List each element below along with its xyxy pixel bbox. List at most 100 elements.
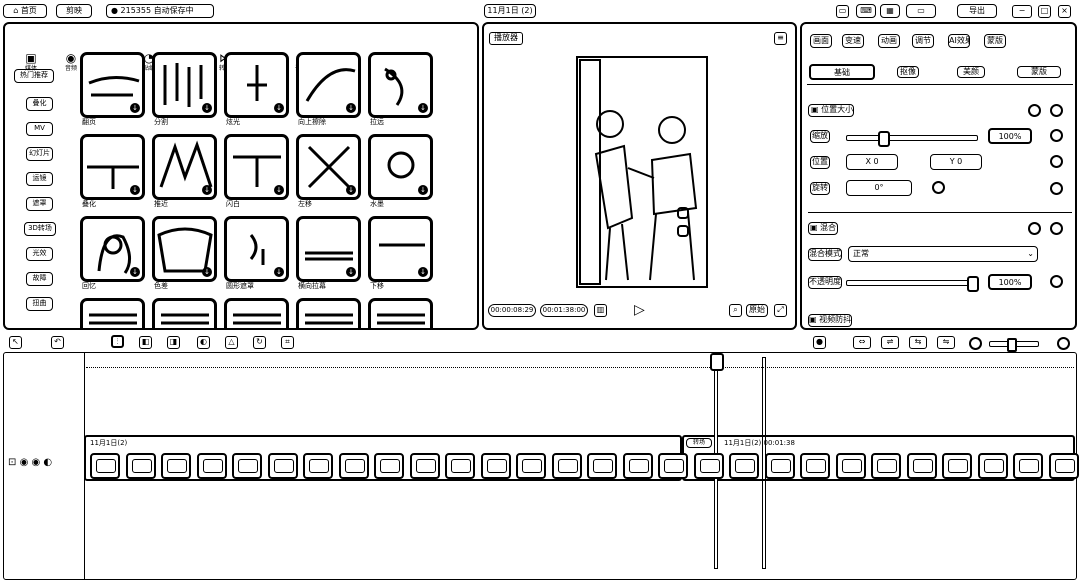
play-icon[interactable]: ▷ — [634, 302, 645, 318]
subtab-mask[interactable]: 蒙版 — [1017, 66, 1061, 78]
delete-right-icon[interactable]: ◨ — [167, 336, 180, 349]
sidebar-item-light[interactable]: 光效 — [26, 247, 53, 261]
mirror-icon[interactable]: △ — [225, 336, 238, 349]
timeline-preview-icon[interactable]: ▥ — [594, 304, 607, 317]
rotate-tool-icon[interactable]: ↻ — [253, 336, 266, 349]
rotate-icon[interactable] — [932, 181, 945, 194]
category-media[interactable]: ▣媒体 — [24, 51, 37, 72]
mute-icon[interactable]: ◉ — [31, 457, 41, 468]
blend-keyframe-icon[interactable] — [1050, 222, 1063, 235]
project-name-field[interactable]: ● 215355 自动保存中 — [106, 4, 214, 18]
download-icon[interactable]: ↓ — [418, 267, 428, 277]
transition-thumbnail[interactable]: ↓ — [296, 216, 361, 282]
undo-icon[interactable]: ↶ — [51, 336, 64, 349]
menu-icon[interactable]: ≡ — [774, 32, 787, 45]
sidebar-item-dissolve[interactable]: 叠化 — [26, 97, 53, 111]
position-y-field[interactable]: Y 0 — [930, 154, 982, 170]
download-icon[interactable]: ↓ — [274, 103, 284, 113]
opacity-value-field[interactable]: 100% — [988, 274, 1032, 290]
fit-icon[interactable]: ⇋ — [937, 336, 955, 349]
download-icon[interactable]: ↓ — [130, 103, 140, 113]
scale-value-field[interactable]: 100% — [988, 128, 1032, 144]
transition-thumbnail[interactable]: ↓ — [152, 134, 217, 200]
transition-thumbnail[interactable]: ↓ — [368, 52, 433, 118]
position-keyframe-icon[interactable] — [1050, 155, 1063, 168]
tab-picture[interactable]: 画面 — [810, 34, 832, 48]
download-icon[interactable]: ↓ — [274, 185, 284, 195]
lock-icon[interactable]: ⊡ — [8, 457, 17, 468]
transition-thumbnail[interactable]: ↓ — [224, 216, 289, 282]
category-sticker[interactable]: ◔贴纸 — [142, 51, 155, 72]
sidebar-item-distort[interactable]: 扭曲 — [26, 297, 53, 311]
transition-thumbnail[interactable]: ↓ — [296, 134, 361, 200]
fullscreen-icon[interactable]: ⤢ — [774, 304, 787, 317]
snap-icon[interactable]: ⇌ — [881, 336, 899, 349]
subtab-cutout[interactable]: 抠像 — [897, 66, 919, 78]
zoom-in-icon[interactable] — [1057, 337, 1070, 350]
transition-thumbnail[interactable] — [80, 298, 145, 328]
download-icon[interactable]: ↓ — [130, 267, 140, 277]
rotate-keyframe-icon[interactable] — [1050, 182, 1063, 195]
sidebar-item-glitch[interactable]: 故障 — [26, 272, 53, 286]
close-icon[interactable]: × — [1058, 5, 1071, 18]
transition-thumbnail[interactable] — [296, 298, 361, 328]
transition-thumbnail[interactable]: ↓ — [224, 52, 289, 118]
transition-thumbnail[interactable]: ↓ — [80, 52, 145, 118]
transition-tag[interactable]: 转场 — [686, 438, 712, 448]
home-button[interactable]: ⌂ 首页 — [3, 4, 47, 18]
zoom-slider[interactable] — [989, 338, 1039, 352]
playhead-handle[interactable] — [710, 353, 724, 371]
download-icon[interactable]: ↓ — [274, 267, 284, 277]
subtab-basic[interactable]: 基础 — [809, 64, 875, 80]
rotate-value-field[interactable]: 0° — [846, 180, 912, 196]
ratio-button[interactable]: ▭ — [906, 4, 936, 18]
transition-thumbnail[interactable]: ↓ — [152, 52, 217, 118]
subtab-beauty[interactable]: 美颜 — [957, 66, 985, 78]
sidebar-item-slideshow[interactable]: 幻灯片 — [26, 147, 53, 161]
download-icon[interactable]: ↓ — [418, 103, 428, 113]
split-icon[interactable]: ⫶ — [111, 335, 124, 348]
delete-left-icon[interactable]: ◧ — [139, 336, 152, 349]
tab-animation[interactable]: 动画 — [878, 34, 900, 48]
layout-button[interactable]: ▦ — [880, 4, 900, 18]
transition-thumbnail[interactable]: ↓ — [368, 216, 433, 282]
eye-icon[interactable]: ◉ — [19, 457, 29, 468]
clip-name-field[interactable]: 11月1日 (2) — [484, 4, 536, 18]
download-icon[interactable]: ↓ — [418, 185, 428, 195]
download-icon[interactable]: ↓ — [346, 267, 356, 277]
transition-thumbnail[interactable]: ↓ — [80, 216, 145, 282]
scale-slider[interactable] — [846, 131, 978, 147]
download-icon[interactable]: ↓ — [202, 103, 212, 113]
transition-thumbnail[interactable] — [152, 298, 217, 328]
blend-reset-icon[interactable] — [1028, 222, 1041, 235]
maximize-icon[interactable]: □ — [1038, 5, 1051, 18]
preview-axis-icon[interactable]: ⇆ — [909, 336, 927, 349]
link-icon[interactable]: ⇔ — [853, 336, 871, 349]
monitor-icon[interactable]: ▭ — [836, 5, 849, 18]
opacity-slider[interactable] — [846, 276, 979, 292]
sidebar-item-mask[interactable]: 遮罩 — [26, 197, 53, 211]
opacity-slider-knob[interactable] — [966, 276, 979, 292]
position-x-field[interactable]: X 0 — [846, 154, 898, 170]
download-icon[interactable]: ↓ — [202, 185, 212, 195]
tab-adjust[interactable]: 调节 — [912, 34, 934, 48]
tab-mask[interactable]: 蒙版 — [984, 34, 1006, 48]
reset-icon[interactable] — [1028, 104, 1041, 117]
scale-slider-knob[interactable] — [877, 131, 890, 147]
section-blend[interactable]: ▣ 混合 — [808, 222, 838, 235]
section-position-size[interactable]: ▣ 位置大小 — [808, 104, 854, 117]
export-button[interactable]: 导出 — [957, 4, 997, 18]
scale-keyframe-icon[interactable] — [1050, 129, 1063, 142]
download-icon[interactable]: ↓ — [346, 185, 356, 195]
tab-ai[interactable]: AI效果 — [948, 34, 970, 48]
ratio-select[interactable]: 原始 — [746, 304, 768, 317]
download-icon[interactable]: ↓ — [130, 185, 140, 195]
transition-thumbnail[interactable]: ↓ — [152, 216, 217, 282]
sidebar-item-hot[interactable]: 热门推荐 — [14, 69, 54, 83]
transition-thumbnail[interactable]: ↓ — [368, 134, 433, 200]
sidebar-item-3d[interactable]: 3D转场 — [24, 222, 56, 236]
transition-thumbnail[interactable] — [224, 298, 289, 328]
minimize-icon[interactable]: − — [1012, 5, 1032, 18]
transition-thumbnail[interactable]: ↓ — [296, 52, 361, 118]
sidebar-item-mv[interactable]: MV — [26, 122, 53, 136]
